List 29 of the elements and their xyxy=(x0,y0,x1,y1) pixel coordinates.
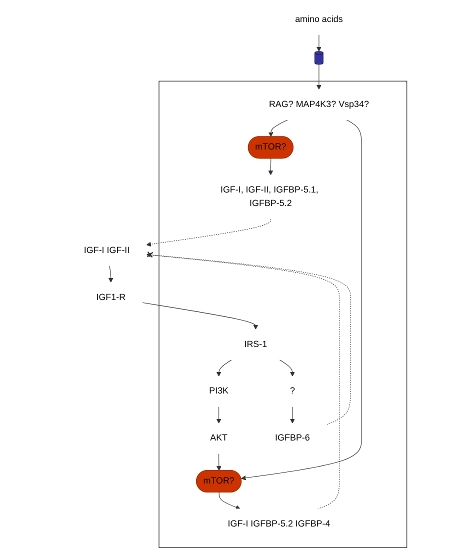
node-text: IGF1-R xyxy=(96,292,126,302)
node-receptor xyxy=(314,51,324,65)
arrow xyxy=(146,218,271,247)
node-text: amino acids xyxy=(295,14,343,24)
arrow xyxy=(290,406,295,424)
arrow xyxy=(146,252,340,510)
node-text: IGFBP-6 xyxy=(275,433,310,443)
arrow xyxy=(216,453,222,471)
arrow xyxy=(240,119,362,480)
arrow xyxy=(218,492,241,510)
node-text: IRS-1 xyxy=(244,339,268,349)
node-text: AKT xyxy=(210,433,228,443)
arrow xyxy=(279,359,295,377)
arrow xyxy=(268,158,274,176)
node-text: PI3K xyxy=(209,386,229,396)
arrow xyxy=(216,359,232,377)
arrow xyxy=(268,119,288,137)
connector xyxy=(146,251,351,425)
arrow xyxy=(216,406,222,424)
node-text: ? xyxy=(290,386,295,396)
arrow xyxy=(316,34,322,52)
node-text: RAG? MAP4K3? Vsp34? xyxy=(268,100,369,110)
arrow xyxy=(108,265,114,283)
cluster xyxy=(158,80,408,548)
node-text: IGF-I IGFBP-5.2 IGFBP-4 xyxy=(228,519,330,529)
node-text: IGF-I, IGF-II, IGFBP-5.1, IGFBP-5.2 xyxy=(220,185,318,208)
node-text: IGF-I IGF-II xyxy=(84,246,130,256)
arrow xyxy=(142,302,258,330)
arrow xyxy=(316,64,322,90)
